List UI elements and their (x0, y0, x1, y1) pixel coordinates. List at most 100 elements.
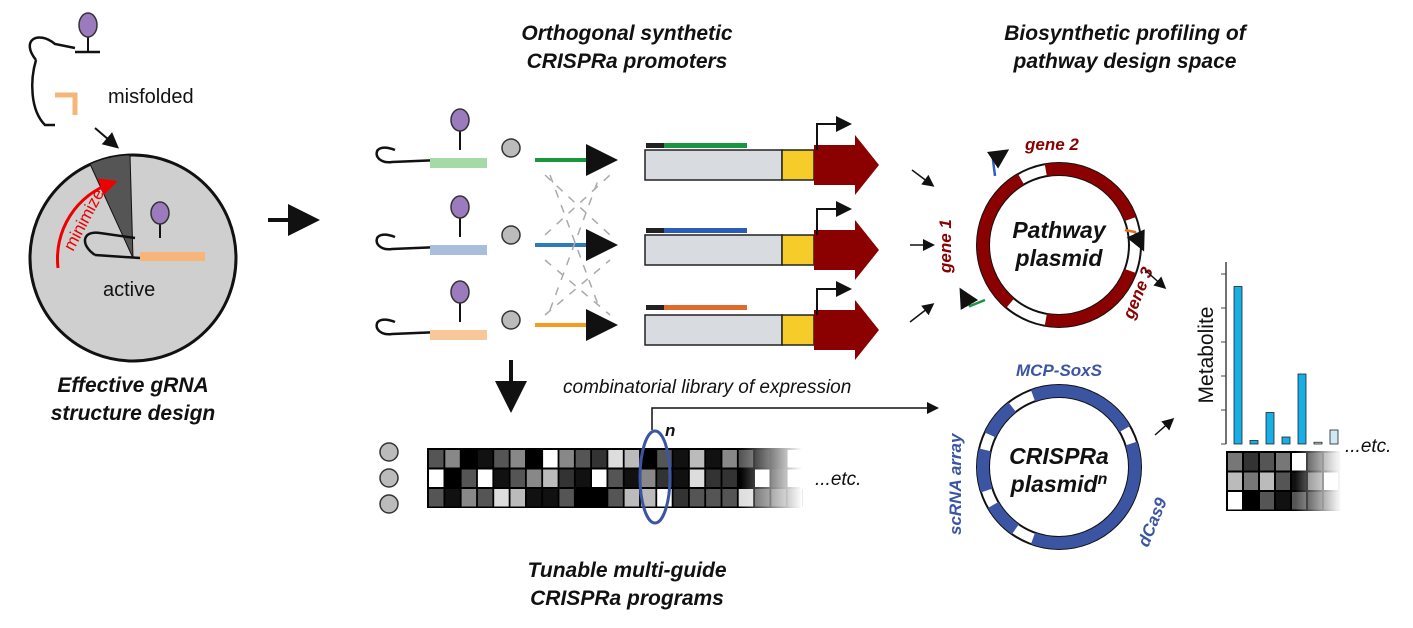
heatmap-cell (575, 469, 591, 487)
library-caption: combinatorial library of expression (563, 377, 851, 398)
heatmap-cell (640, 489, 656, 507)
metabolite-bar (1281, 436, 1291, 445)
mini-heatmap-cell (1228, 472, 1242, 490)
heatmap-cell (494, 450, 509, 468)
heatmap-cell (429, 489, 444, 507)
title-profiling-line1: Biosynthetic profiling of (1004, 22, 1247, 45)
heatmap-cell (526, 450, 542, 468)
heatmap-cell (559, 450, 574, 468)
heatmap-cell (673, 469, 688, 487)
guide-heatmap: ...etc. (379, 429, 861, 525)
active-grna-icon (83, 201, 205, 261)
pathway-plasmid: Pathway plasmid gene 1 gene 2 gene 3 (936, 135, 1157, 328)
heatmap-cell (575, 489, 591, 507)
metabolite-ylabel: Metabolite (1195, 307, 1218, 404)
promoter-rows (375, 108, 879, 360)
crispra-superscript: n (1098, 471, 1108, 488)
crispra-center-line1: CRISPRa (1009, 443, 1109, 469)
title-programs-line2: CRISPRa programs (530, 587, 724, 610)
heatmap-cell (543, 469, 558, 487)
n-label: n (665, 421, 675, 440)
scrna-array-label: scRNA array (946, 432, 965, 535)
heatmap-cell (543, 489, 558, 507)
mini-heatmap-cell (1260, 453, 1274, 471)
heatmap-cell (559, 489, 574, 507)
title-promoters-line2: CRISPRa promoters (527, 50, 728, 73)
heatmap-cell (706, 489, 721, 507)
crispra-center-word: plasmid (1010, 471, 1099, 497)
metabolite-etc: ...etc. (1345, 436, 1391, 457)
heatmap-cell (706, 469, 721, 487)
heatmap-cell (461, 469, 477, 487)
heatmap-cell (477, 469, 493, 487)
heatmap-cell (624, 469, 640, 487)
mini-heatmap-cell (1244, 472, 1258, 490)
heatmap-cell (608, 469, 623, 487)
mini-heatmap-cell (1228, 453, 1242, 471)
mini-heatmap-cell (1276, 453, 1290, 471)
heatmap-cell (592, 489, 607, 507)
title-programs-line1: Tunable multi-guide (527, 559, 726, 582)
heatmap-cell (510, 469, 525, 487)
metabolite-bar (1233, 286, 1243, 445)
heatmap-cell (445, 489, 460, 507)
plasmid-segment (1030, 384, 1131, 432)
heatmap-cell (429, 469, 444, 487)
heatmap-cell (477, 489, 493, 507)
heatmap-cell (640, 469, 656, 487)
heatmap-cell (689, 489, 705, 507)
heatmap-cell (592, 469, 607, 487)
metabolite-bar (1297, 373, 1307, 445)
heatmap-cell (608, 450, 623, 468)
heatmap-cell (494, 489, 509, 507)
plasmid-segment (984, 402, 1016, 438)
heatmap-cell (445, 469, 460, 487)
metabolite-bar (1249, 440, 1259, 445)
pathway-center-line2: plasmid (1015, 245, 1104, 271)
heatmap-cell (526, 489, 542, 507)
mini-heatmap-cell (1260, 492, 1274, 510)
misfolded-label: misfolded (108, 86, 194, 108)
metabolite-bar (1329, 429, 1339, 445)
heatmap-cell (445, 450, 460, 468)
crispra-plasmid: CRISPRa plasmidn MCP-SoxS scRNA array dC… (946, 361, 1171, 550)
heatmap-cell (461, 450, 477, 468)
plasmid-segment (987, 502, 1019, 535)
heatmap-cell (640, 450, 656, 468)
dcas9-label: dCas9 (1134, 495, 1171, 550)
title-structure-line1: Effective gRNA (57, 374, 208, 397)
heatmap-cell (510, 450, 525, 468)
plasmid-segment (1030, 441, 1141, 549)
heatmap-cell (526, 469, 542, 487)
orthogonal-crossings (544, 174, 611, 316)
heatmap-cell (722, 489, 737, 507)
gene-segment (1044, 268, 1137, 327)
heatmap-cell (673, 450, 688, 468)
plasmid-segment (977, 448, 993, 493)
heatmap-etc: ...etc. (815, 469, 861, 490)
heatmap-cell (706, 450, 721, 468)
metabolite-chart: Metabolite ...etc. (1195, 262, 1391, 511)
active-label: active (103, 279, 155, 301)
heatmap-cell (461, 489, 477, 507)
heatmap-cell (608, 489, 623, 507)
promoter-row-orange (375, 280, 879, 360)
mini-heatmap-cell (1244, 453, 1258, 471)
heatmap-cell (494, 469, 509, 487)
mini-heatmap-cell (1244, 492, 1258, 510)
mini-heatmap-cell (1228, 492, 1242, 510)
gene-2-label: gene 2 (1024, 135, 1079, 154)
heatmap-cell (559, 469, 574, 487)
library-arrow (651, 402, 939, 430)
metabolite-bar (1313, 441, 1323, 445)
heatmap-cell (624, 489, 640, 507)
heatmap-cell (722, 469, 737, 487)
heatmap-cell (592, 450, 607, 468)
heatmap-cell (624, 450, 640, 468)
title-structure-line2: structure design (51, 402, 216, 425)
title-profiling-line2: pathway design space (1013, 50, 1237, 73)
mini-heatmap-cell (1276, 492, 1290, 510)
gene-1-label: gene 1 (936, 219, 955, 274)
crispra-center-line2: plasmidn (1010, 471, 1108, 497)
